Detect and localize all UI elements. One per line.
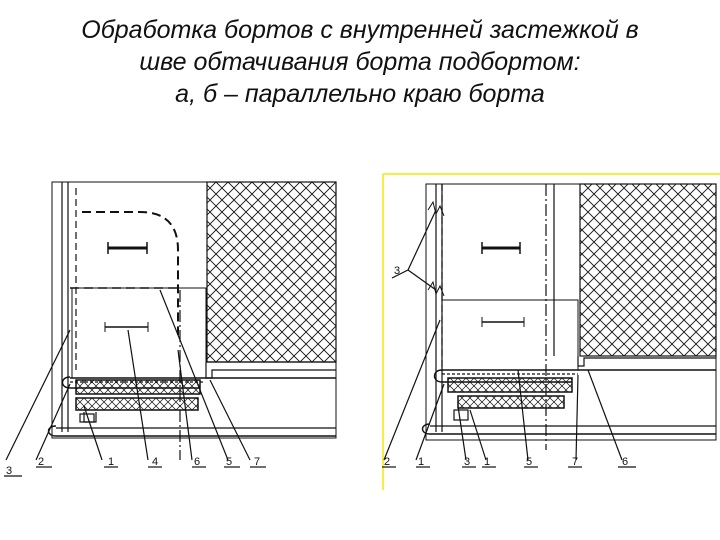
figure-b-label-6: 6 [622,456,628,468]
figure-a-lines [4,181,337,477]
title-line-2: шве обтачивания борта подбортом: [139,48,581,76]
figure-a-label-3: 3 [6,465,12,477]
figure-b-label-1-left: 1 [418,456,424,468]
figure-a-label-4: 4 [152,456,158,468]
figure-a-label-5: 5 [226,456,232,468]
figure-b-label-3-bottom: 3 [464,456,470,468]
figure-a-label-1: 1 [108,456,114,468]
figure-a-label-6: 6 [194,456,200,468]
figure-a-label-2: 2 [38,456,44,468]
figure-a-label-7: 7 [254,456,260,468]
figure-b-label-1: 1 [484,456,490,468]
slide-title: Обработка бортов с внутренней застежкой … [0,14,720,110]
figure-b-lines [382,183,717,468]
figure-b-drawing: 3 2 1 3 1 5 7 6 [382,173,720,490]
title-line-1: Обработка бортов с внутренней застежкой … [81,16,639,44]
lining-hatch [206,181,337,363]
figure-a-drawing: 3 2 1 4 6 5 7 [4,181,337,477]
figure-b-label-5: 5 [526,456,532,468]
figure-b-label-3-top: 3 [394,265,400,277]
title-line-3: а, б – параллельно краю борта [175,80,545,108]
lining-hatch [579,183,717,357]
figure-b-label-2: 2 [384,456,390,468]
figure-b-label-7: 7 [572,456,578,468]
